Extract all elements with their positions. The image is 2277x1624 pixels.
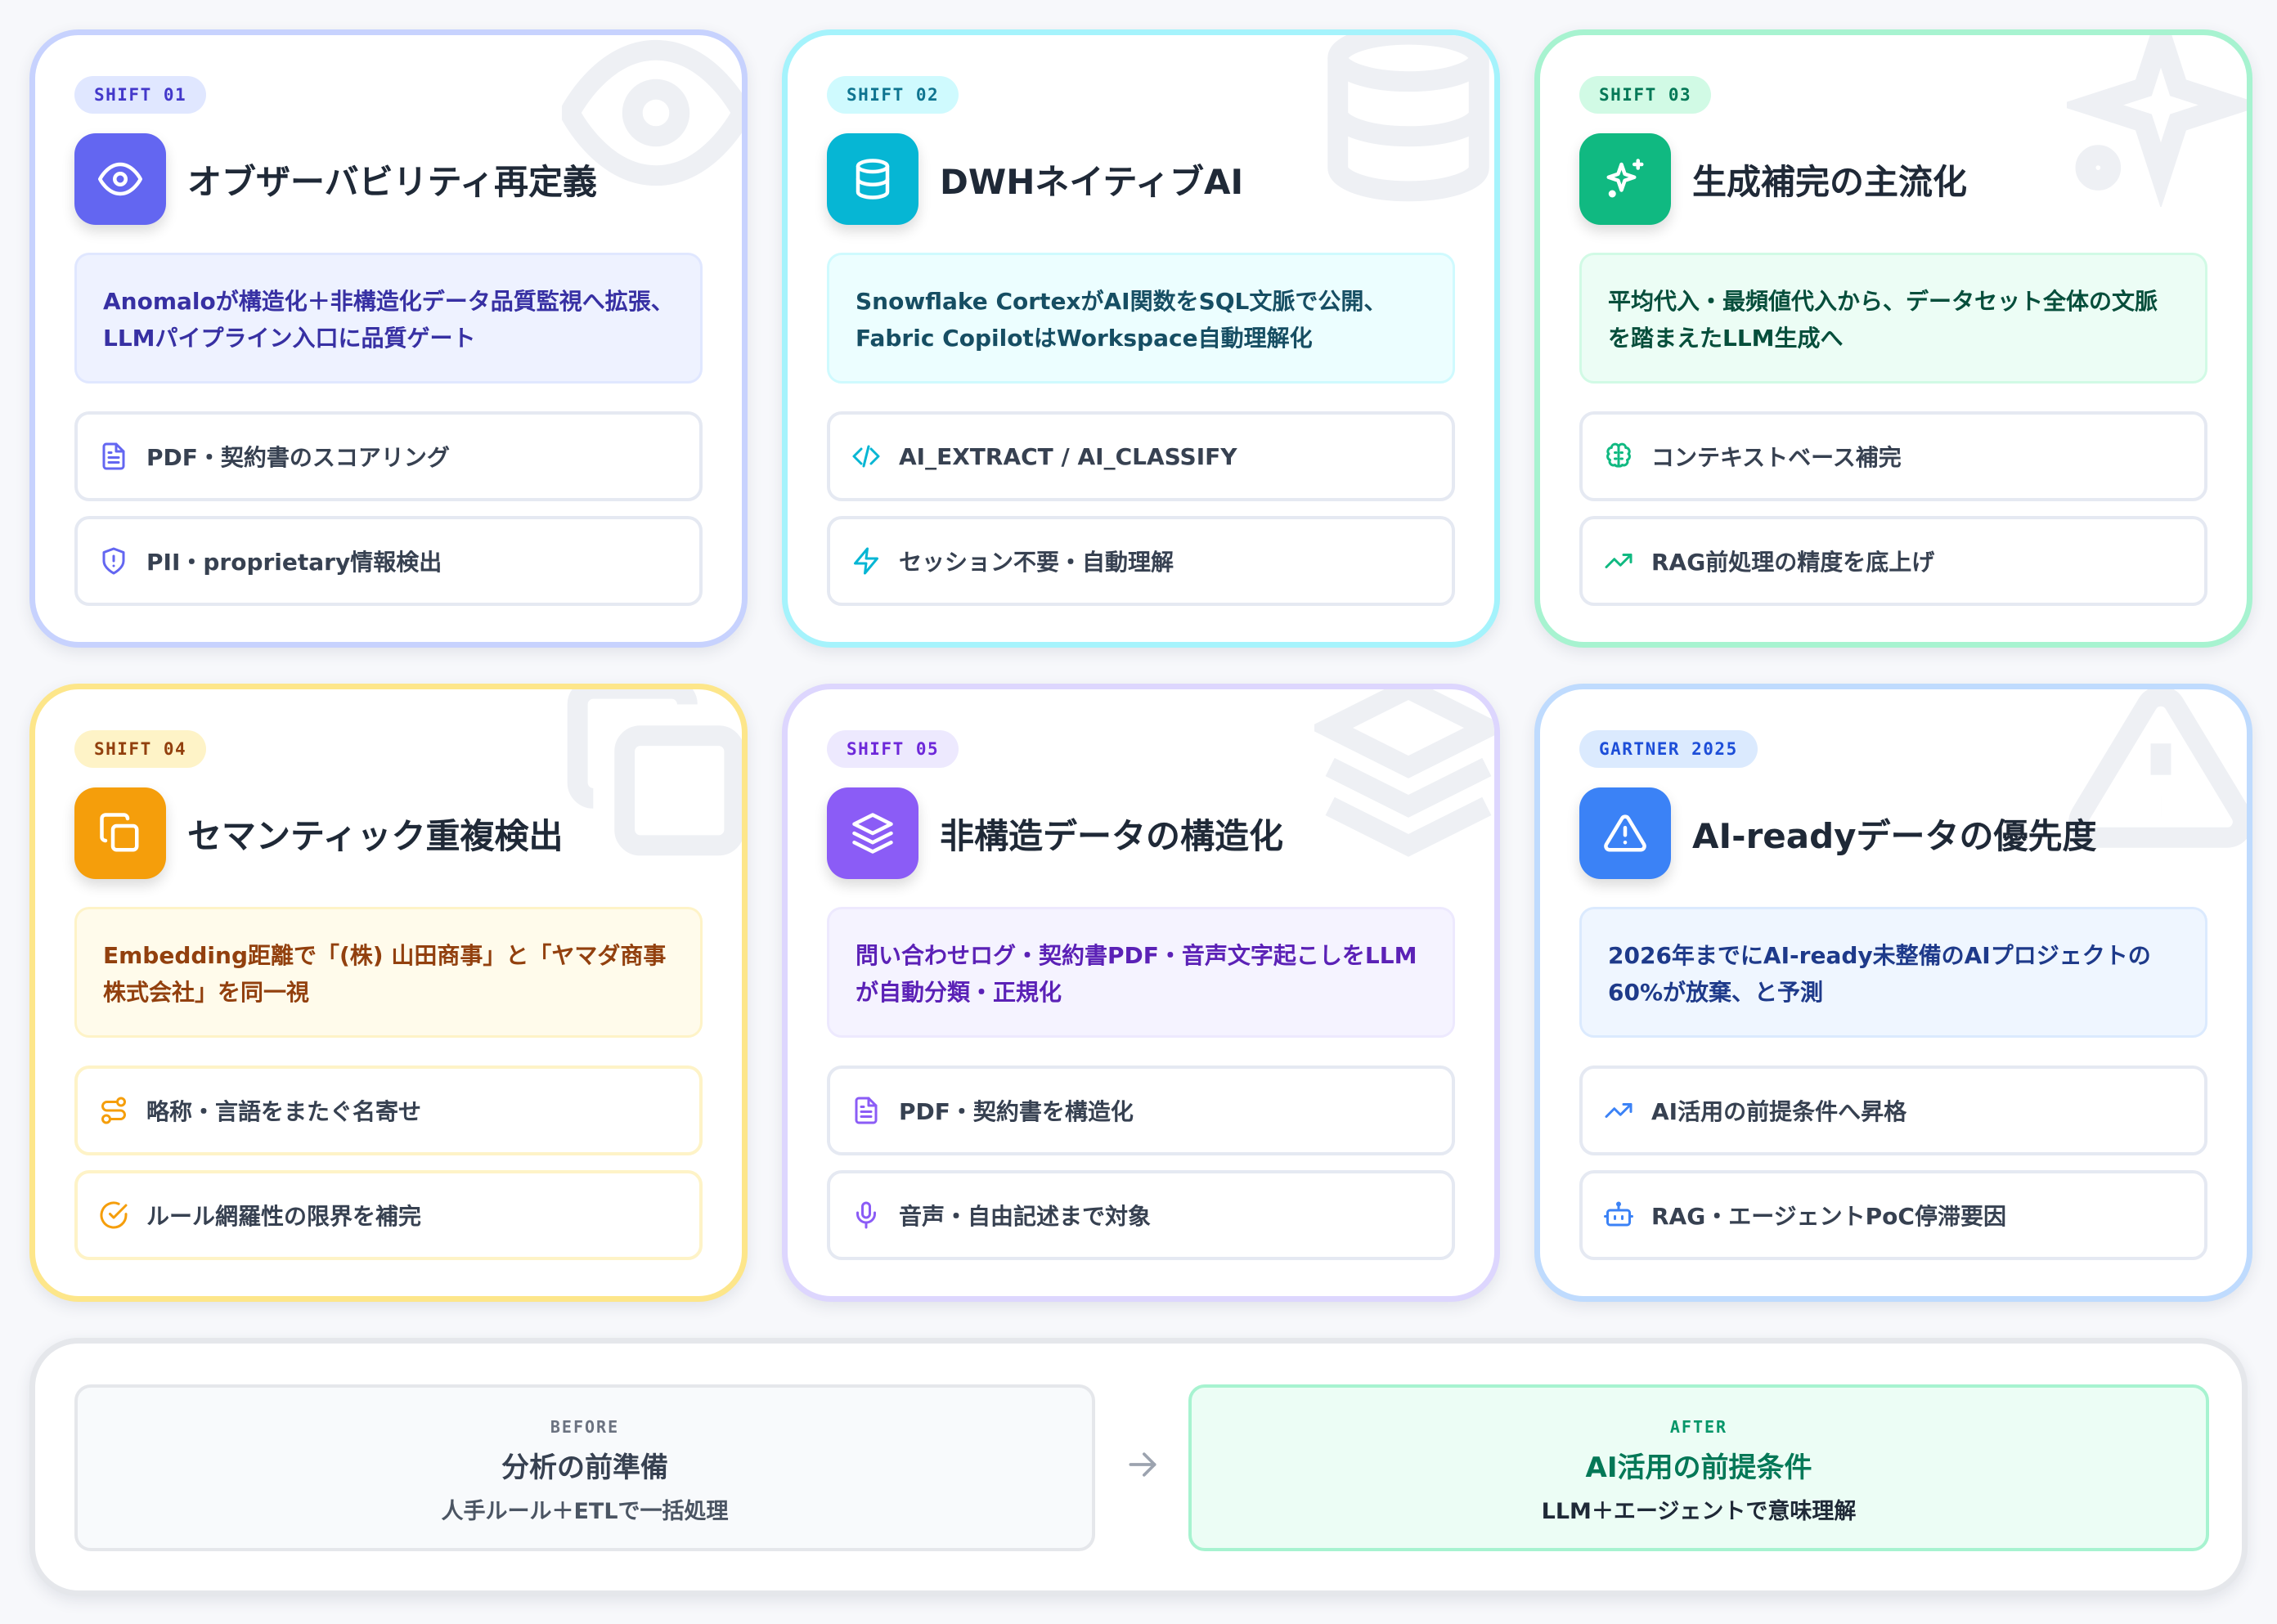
before-box: BEFORE 分析の前準備 人手ルール＋ETLで一括処理 <box>74 1384 1095 1551</box>
feature-item-label: PDF・契約書を構造化 <box>899 1098 1134 1125</box>
code-icon <box>852 445 880 468</box>
feature-item-label: PII・proprietary情報検出 <box>146 549 442 576</box>
feature-item-label: RAG・エージェントPoC停滞要因 <box>1651 1203 2006 1230</box>
feature-item: PDF・契約書を構造化 <box>827 1065 1455 1155</box>
trending-up-icon <box>1605 1103 1633 1118</box>
file-icon <box>102 442 125 470</box>
arrow-right-icon <box>1125 1447 1161 1483</box>
shift-card-semantic-dedup: SHIFT 04 セマンティック重複検出 Embedding距離で「(株) 山田… <box>29 684 748 1302</box>
card-description: 問い合わせログ・契約書PDF・音声文字起こしをLLMが自動分類・正規化 <box>827 907 1455 1038</box>
route-icon <box>101 1097 126 1124</box>
copy-watermark-icon <box>562 689 742 861</box>
card-description: 2026年までにAI-ready未整備のAIプロジェクトの60%が放棄、と予測 <box>1579 907 2207 1038</box>
database-icon <box>827 133 918 225</box>
trending-up-icon <box>1605 554 1633 568</box>
feature-item-label: コンテキストベース補完 <box>1651 444 1902 471</box>
shield-alert-icon <box>102 547 125 575</box>
alert-triangle-icon <box>1579 787 1671 879</box>
before-after-panel: BEFORE 分析の前準備 人手ルール＋ETLで一括処理 AFTER AI活用の… <box>29 1338 2248 1596</box>
sparkles-watermark-icon <box>2057 35 2247 209</box>
card-title: AI-readyデータの優先度 <box>1692 815 2097 856</box>
feature-item: AI活用の前提条件へ昇格 <box>1579 1065 2207 1155</box>
feature-item: PII・proprietary情報検出 <box>74 516 703 606</box>
card-description: Snowflake CortexがAI関数をSQL文脈で公開、Fabric Co… <box>827 253 1455 384</box>
alert-triangle-watermark-icon <box>2067 689 2247 861</box>
eye-icon <box>74 133 166 225</box>
feature-item-label: 略称・言語をまたぐ名寄せ <box>146 1098 422 1125</box>
before-title: 分析の前準備 <box>501 1451 668 1484</box>
shift-card-dwh-native-ai: SHIFT 02 DWHネイティブAI Snowflake CortexがAI関… <box>782 29 1500 648</box>
after-box: AFTER AI活用の前提条件 LLM＋エージェントで意味理解 <box>1188 1384 2209 1551</box>
shift-tag: SHIFT 02 <box>827 76 959 114</box>
bot-icon <box>1604 1201 1633 1227</box>
layers-icon <box>827 787 918 879</box>
after-title: AI活用の前提条件 <box>1585 1451 1812 1484</box>
shift-card-unstructured: SHIFT 05 非構造データの構造化 問い合わせログ・契約書PDF・音声文字起… <box>782 684 1500 1302</box>
shift-tag: GARTNER 2025 <box>1579 730 1758 768</box>
feature-item-label: PDF・契約書のスコアリング <box>146 444 450 471</box>
card-title: 生成補完の主流化 <box>1692 161 1968 202</box>
card-title: DWHネイティブAI <box>940 161 1244 202</box>
mic-icon <box>856 1201 876 1229</box>
before-subtitle: 人手ルール＋ETLで一括処理 <box>441 1499 729 1524</box>
sparkles-icon <box>1579 133 1671 225</box>
shift-card-observability: SHIFT 01 オブザーバビリティ再定義 Anomaloが構造化＋非構造化デー… <box>29 29 748 648</box>
shift-tag: SHIFT 05 <box>827 730 959 768</box>
shift-card-generative-imputation: SHIFT 03 生成補完の主流化 平均代入・最頻値代入から、データセット全体の… <box>1534 29 2252 648</box>
lightning-icon <box>854 547 878 575</box>
check-circle-icon <box>100 1201 128 1229</box>
feature-item-label: AI活用の前提条件へ昇格 <box>1651 1098 1907 1125</box>
feature-item: コンテキストベース補完 <box>1579 411 2207 501</box>
file-icon <box>855 1097 878 1124</box>
feature-item-label: AI_EXTRACT / AI_CLASSIFY <box>899 442 1237 470</box>
feature-item: セッション不要・自動理解 <box>827 516 1455 606</box>
card-title: オブザーバビリティ再定義 <box>187 161 598 202</box>
card-title: 非構造データの構造化 <box>940 815 1284 856</box>
feature-item: RAG・エージェントPoC停滞要因 <box>1579 1170 2207 1260</box>
feature-item: 略称・言語をまたぐ名寄せ <box>74 1065 703 1155</box>
card-description: Anomaloが構造化＋非構造化データ品質監視へ拡張、LLMパイプライン入口に品… <box>74 253 703 384</box>
shift-tag: SHIFT 01 <box>74 76 207 114</box>
feature-item: RAG前処理の精度を底上げ <box>1579 516 2207 606</box>
feature-item-label: ルール網羅性の限界を補完 <box>146 1203 422 1230</box>
feature-item: AI_EXTRACT / AI_CLASSIFY <box>827 411 1455 501</box>
shift-card-ai-ready: GARTNER 2025 AI-readyデータの優先度 2026年までにAI-… <box>1534 684 2252 1302</box>
feature-item-label: セッション不要・自動理解 <box>899 549 1174 576</box>
copy-icon <box>74 787 166 879</box>
eye-watermark-icon <box>558 35 742 207</box>
brain-icon <box>1606 442 1631 468</box>
shift-tag: SHIFT 04 <box>74 730 207 768</box>
feature-item-label: 音声・自由記述まで対象 <box>899 1203 1152 1230</box>
feature-item-label: RAG前処理の精度を底上げ <box>1651 549 1935 576</box>
card-description: 平均代入・最頻値代入から、データセット全体の文脈を踏まえたLLM生成へ <box>1579 253 2207 384</box>
feature-item: ルール網羅性の限界を補完 <box>74 1170 703 1260</box>
card-title: セマンティック重複検出 <box>187 815 564 856</box>
after-label: AFTER <box>1669 1417 1728 1437</box>
database-watermark-icon <box>1314 35 1494 207</box>
feature-item: 音声・自由記述まで対象 <box>827 1170 1455 1260</box>
card-description: Embedding距離で「(株) 山田商事」と「ヤマダ商事株式会社」を同一視 <box>74 907 703 1038</box>
shift-tag: SHIFT 03 <box>1579 76 1712 114</box>
before-label: BEFORE <box>550 1417 620 1437</box>
after-subtitle: LLM＋エージェントで意味理解 <box>1541 1499 1857 1524</box>
feature-item: PDF・契約書のスコアリング <box>74 411 703 501</box>
layers-watermark-icon <box>1307 689 1494 861</box>
